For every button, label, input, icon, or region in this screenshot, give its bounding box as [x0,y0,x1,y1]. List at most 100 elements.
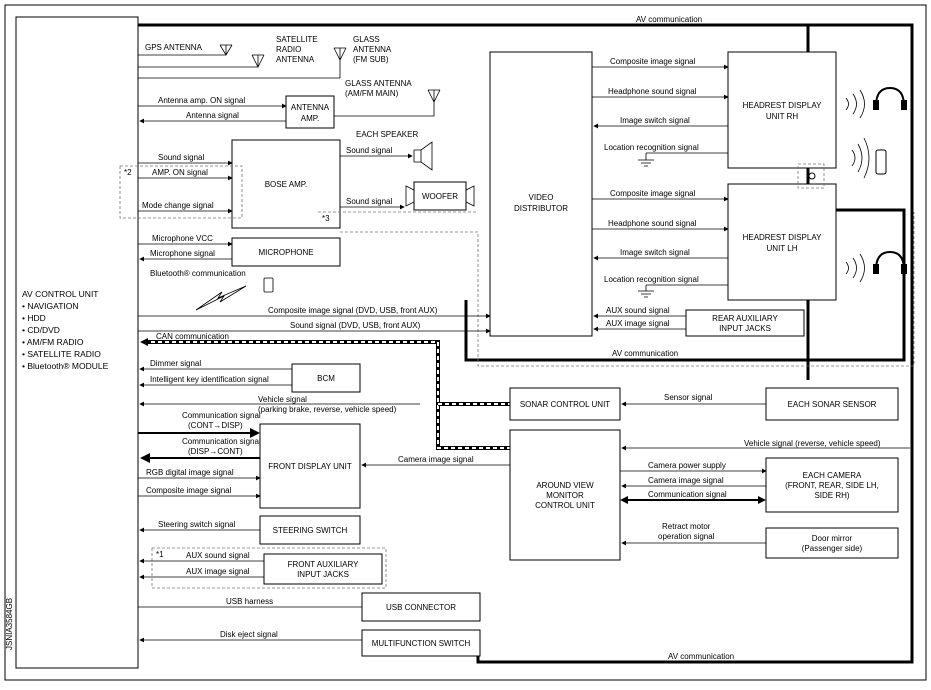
glass-am-antenna-icon [334,89,441,117]
headrest-rh-label: UNIT RH [766,112,799,121]
gps-antenna-icon [219,44,233,56]
remote-waves-icon [851,137,870,179]
front-aux-label: FRONT AUXILIARY [288,560,360,569]
sonar-control-label: SONAR CONTROL UNIT [520,400,610,409]
lh-headphone-label: Headphone sound signal [608,219,697,228]
camera-image-front-label: Camera image signal [398,455,474,464]
av-control-unit-item: • SATELLITE RADIO [22,349,101,359]
note2-label: *2 [124,168,132,177]
av-control-unit-item: • CD/DVD [22,325,60,335]
can-line-dash [144,341,510,449]
rgb-label: RGB digital image signal [146,468,234,477]
door-mirror-label: (Passenger side) [802,544,863,553]
camera-label: SIDE RH) [814,491,849,500]
camera-label: EACH CAMERA [803,471,862,480]
headphone-lh-cup-right [901,264,907,274]
lh-composite-label: Composite image signal [610,189,696,198]
around-view-label: AROUND VIEW [536,481,594,490]
microphone-box [231,237,341,267]
woofer-sound-label: Sound signal [346,197,392,206]
phone-icon [263,277,274,293]
bluetooth-signal-icon [195,285,247,311]
vehicle-signal-label: (parking brake, reverse, vehicle speed) [258,405,397,414]
retract-label: operation signal [658,532,715,541]
door-mirror-label: Door mirror [812,534,853,543]
antenna-amp-box [285,95,335,129]
gps-antenna-label: GPS ANTENNA [145,43,203,52]
bose-amp-box [231,139,341,229]
antenna-signal-label: Antenna signal [186,111,239,120]
headrest-lh-box [727,183,837,301]
headrest-sensor-dashed [797,163,825,189]
bose-sound-label: Sound signal [158,153,204,162]
av-control-unit-item: • NAVIGATION [22,301,79,311]
headphone-lh-cup-left [873,264,879,274]
av-comm-label-bottom: AV communication [668,652,734,661]
front-display-box [259,423,361,509]
front-display-label: FRONT DISPLAY UNIT [268,462,352,471]
satellite-antenna-icon [251,54,265,68]
comm-disp-cont-label: (DISP→CONT) [188,447,243,456]
rh-switch-label: Image switch signal [620,116,690,125]
sonar-control-box [509,387,621,421]
bluetooth-label: Bluetooth® communication [150,269,246,278]
satellite-antenna-label: ANTENNA [276,55,315,64]
multifunction-label: MULTIFUNCTION SWITCH [372,639,471,648]
av-comm-line-mid [464,300,830,362]
steering-label: STEERING SWITCH [273,526,348,535]
camera-image-label: Camera image signal [648,476,724,485]
composite-main-label: Composite image signal (DVD, USB, front … [268,306,438,315]
headrest-sensor-dot [808,172,816,180]
front-aux-label: INPUT JACKS [297,570,349,579]
outer-frame [4,4,927,681]
headrest-lh-label: HEADREST DISPLAY [743,233,823,242]
front-aux-box [263,553,383,585]
retract-label: Retract motor [662,522,711,531]
can-arrow-head [140,338,148,346]
steering-box [259,515,361,545]
sensor-signal-label: Sensor signal [664,393,713,402]
camera-box [765,457,899,513]
av-control-unit-item: • HDD [22,313,46,323]
woofer-box [413,181,467,211]
speaker-sound-label: Sound signal [346,146,392,155]
av-comm-label-top: AV communication [636,15,702,24]
camera-power-label: Camera power supply [648,461,726,470]
woofer-label: WOOFER [422,192,458,201]
speaker-icon [413,141,433,171]
key-id-label: Intelligent key identification signal [150,375,269,384]
sound-main-label: Sound signal (DVD, USB, front AUX) [290,321,421,330]
usb-harness-label: USB harness [226,597,273,606]
lh-ground-icon [638,285,654,298]
dimmer-label: Dimmer signal [150,359,201,368]
rh-ground-icon [638,153,654,167]
av-control-unit-item: • Bluetooth® MODULE [22,361,109,371]
video-distributor-label: VIDEO [529,193,554,202]
lh-switch-label: Image switch signal [620,248,690,257]
camera-label: (FRONT, REAR, SIDE LH, [785,481,879,490]
camera-comm-label: Communication signal [648,490,727,499]
bose-amp-label: BOSE AMP. [265,180,308,189]
sonar-sensor-box [765,387,899,421]
video-distributor-box [489,51,593,337]
vehicle-reverse-label: Vehicle signal (reverse, vehicle speed) [744,439,881,448]
video-distributor-label: DISTRIBUTOR [514,204,568,213]
microphone-label: MICROPHONE [258,248,313,257]
bcm-box [291,363,361,393]
glass-fm-label: (FM SUB) [353,55,389,64]
rear-aux-sound-label: AUX sound signal [606,306,670,315]
composite-front-label: Composite image signal [146,486,232,495]
microphone-signal-label: Microphone signal [150,249,215,258]
antenna-amp-label: AMP. [301,114,320,123]
rh-headphone-label: Headphone sound signal [608,87,697,96]
bcm-label: BCM [317,374,335,383]
av-comm-label-mid: AV communication [612,349,678,358]
usb-label: USB CONNECTOR [386,603,456,612]
av-control-unit-title: AV CONTROL UNIT [22,289,99,299]
headphone-rh-cup-right [901,100,907,110]
glass-am-label: GLASS ANTENNA [345,79,412,88]
glass-am-label: (AM/FM MAIN) [345,89,399,98]
glass-fm-antenna-icon [333,47,347,78]
